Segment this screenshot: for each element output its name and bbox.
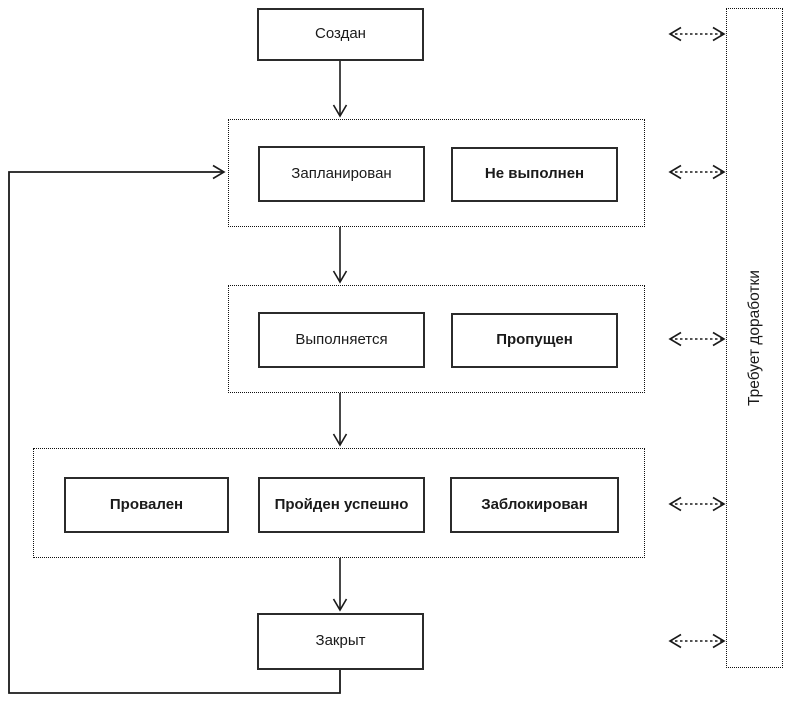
group-planned: Запланирован Не выполнен [228,119,645,227]
state-label-not-executed: Не выполнен [484,165,585,183]
state-label-blocked: Заблокирован [481,495,588,513]
state-box-skipped: Пропущен [451,313,618,368]
state-label-planned: Запланирован [291,164,392,182]
state-box-passed: Пройден успешно [258,477,425,533]
needs-rework-label: Требует доработки [745,270,763,406]
state-label-passed: Пройден успешно [274,495,409,513]
state-label-closed: Закрыт [315,632,366,650]
state-box-failed: Провален [64,477,229,533]
state-box-created: Создан [257,8,424,61]
state-box-executing: Выполняется [258,312,425,368]
state-label-skipped: Пропущен [496,331,573,349]
needs-rework-strip: Требует доработки [726,8,783,668]
state-label-created: Создан [315,25,366,43]
group-executing: Выполняется Пропущен [228,285,645,393]
state-box-blocked: Заблокирован [450,477,619,533]
state-box-closed: Закрыт [257,613,424,670]
state-label-executing: Выполняется [295,330,388,348]
state-box-not-executed: Не выполнен [451,147,618,202]
state-label-failed: Провален [109,495,184,513]
group-result: Провален Пройден успешно Заблокирован [33,448,645,558]
state-box-planned: Запланирован [258,146,425,202]
